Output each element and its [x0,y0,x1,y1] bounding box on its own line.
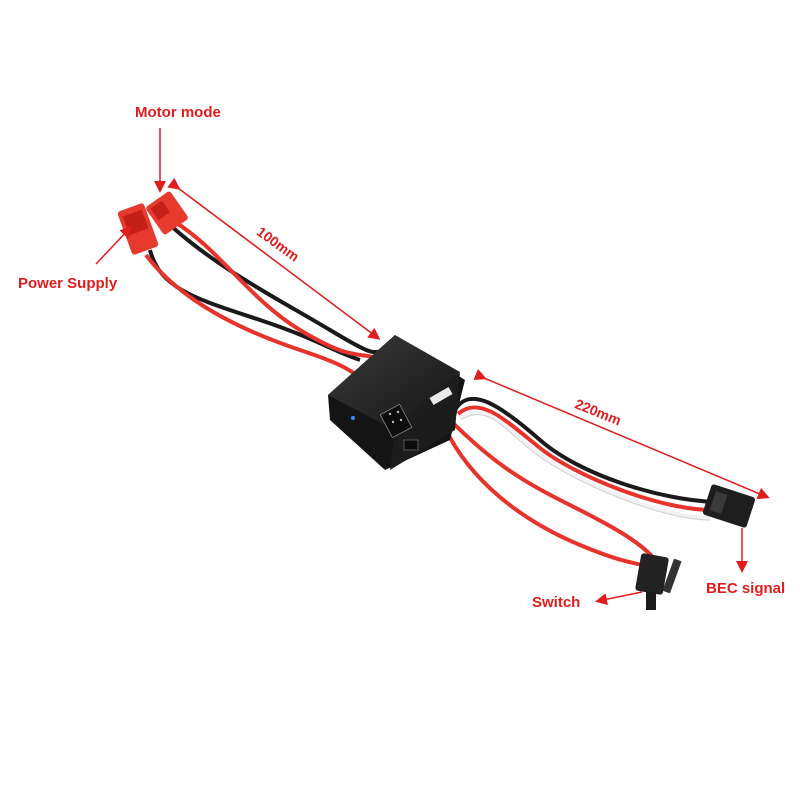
power-supply-connector [117,203,159,255]
switch-component [635,553,682,610]
power-wires [144,249,371,382]
power-supply-arrow [95,225,133,265]
switch-label: Switch [532,594,581,611]
bec-connector [702,484,756,528]
switch-arrow [595,591,643,606]
dimension-line-100mm [167,177,381,340]
bec-signal-label: BEC signal [706,580,786,597]
esc-module [328,335,465,470]
motor-mode-label: Motor mode [135,104,221,121]
switch-wires [443,418,657,572]
power-supply-label: Power Supply [18,275,118,292]
dimension-line-220mm [473,368,770,500]
